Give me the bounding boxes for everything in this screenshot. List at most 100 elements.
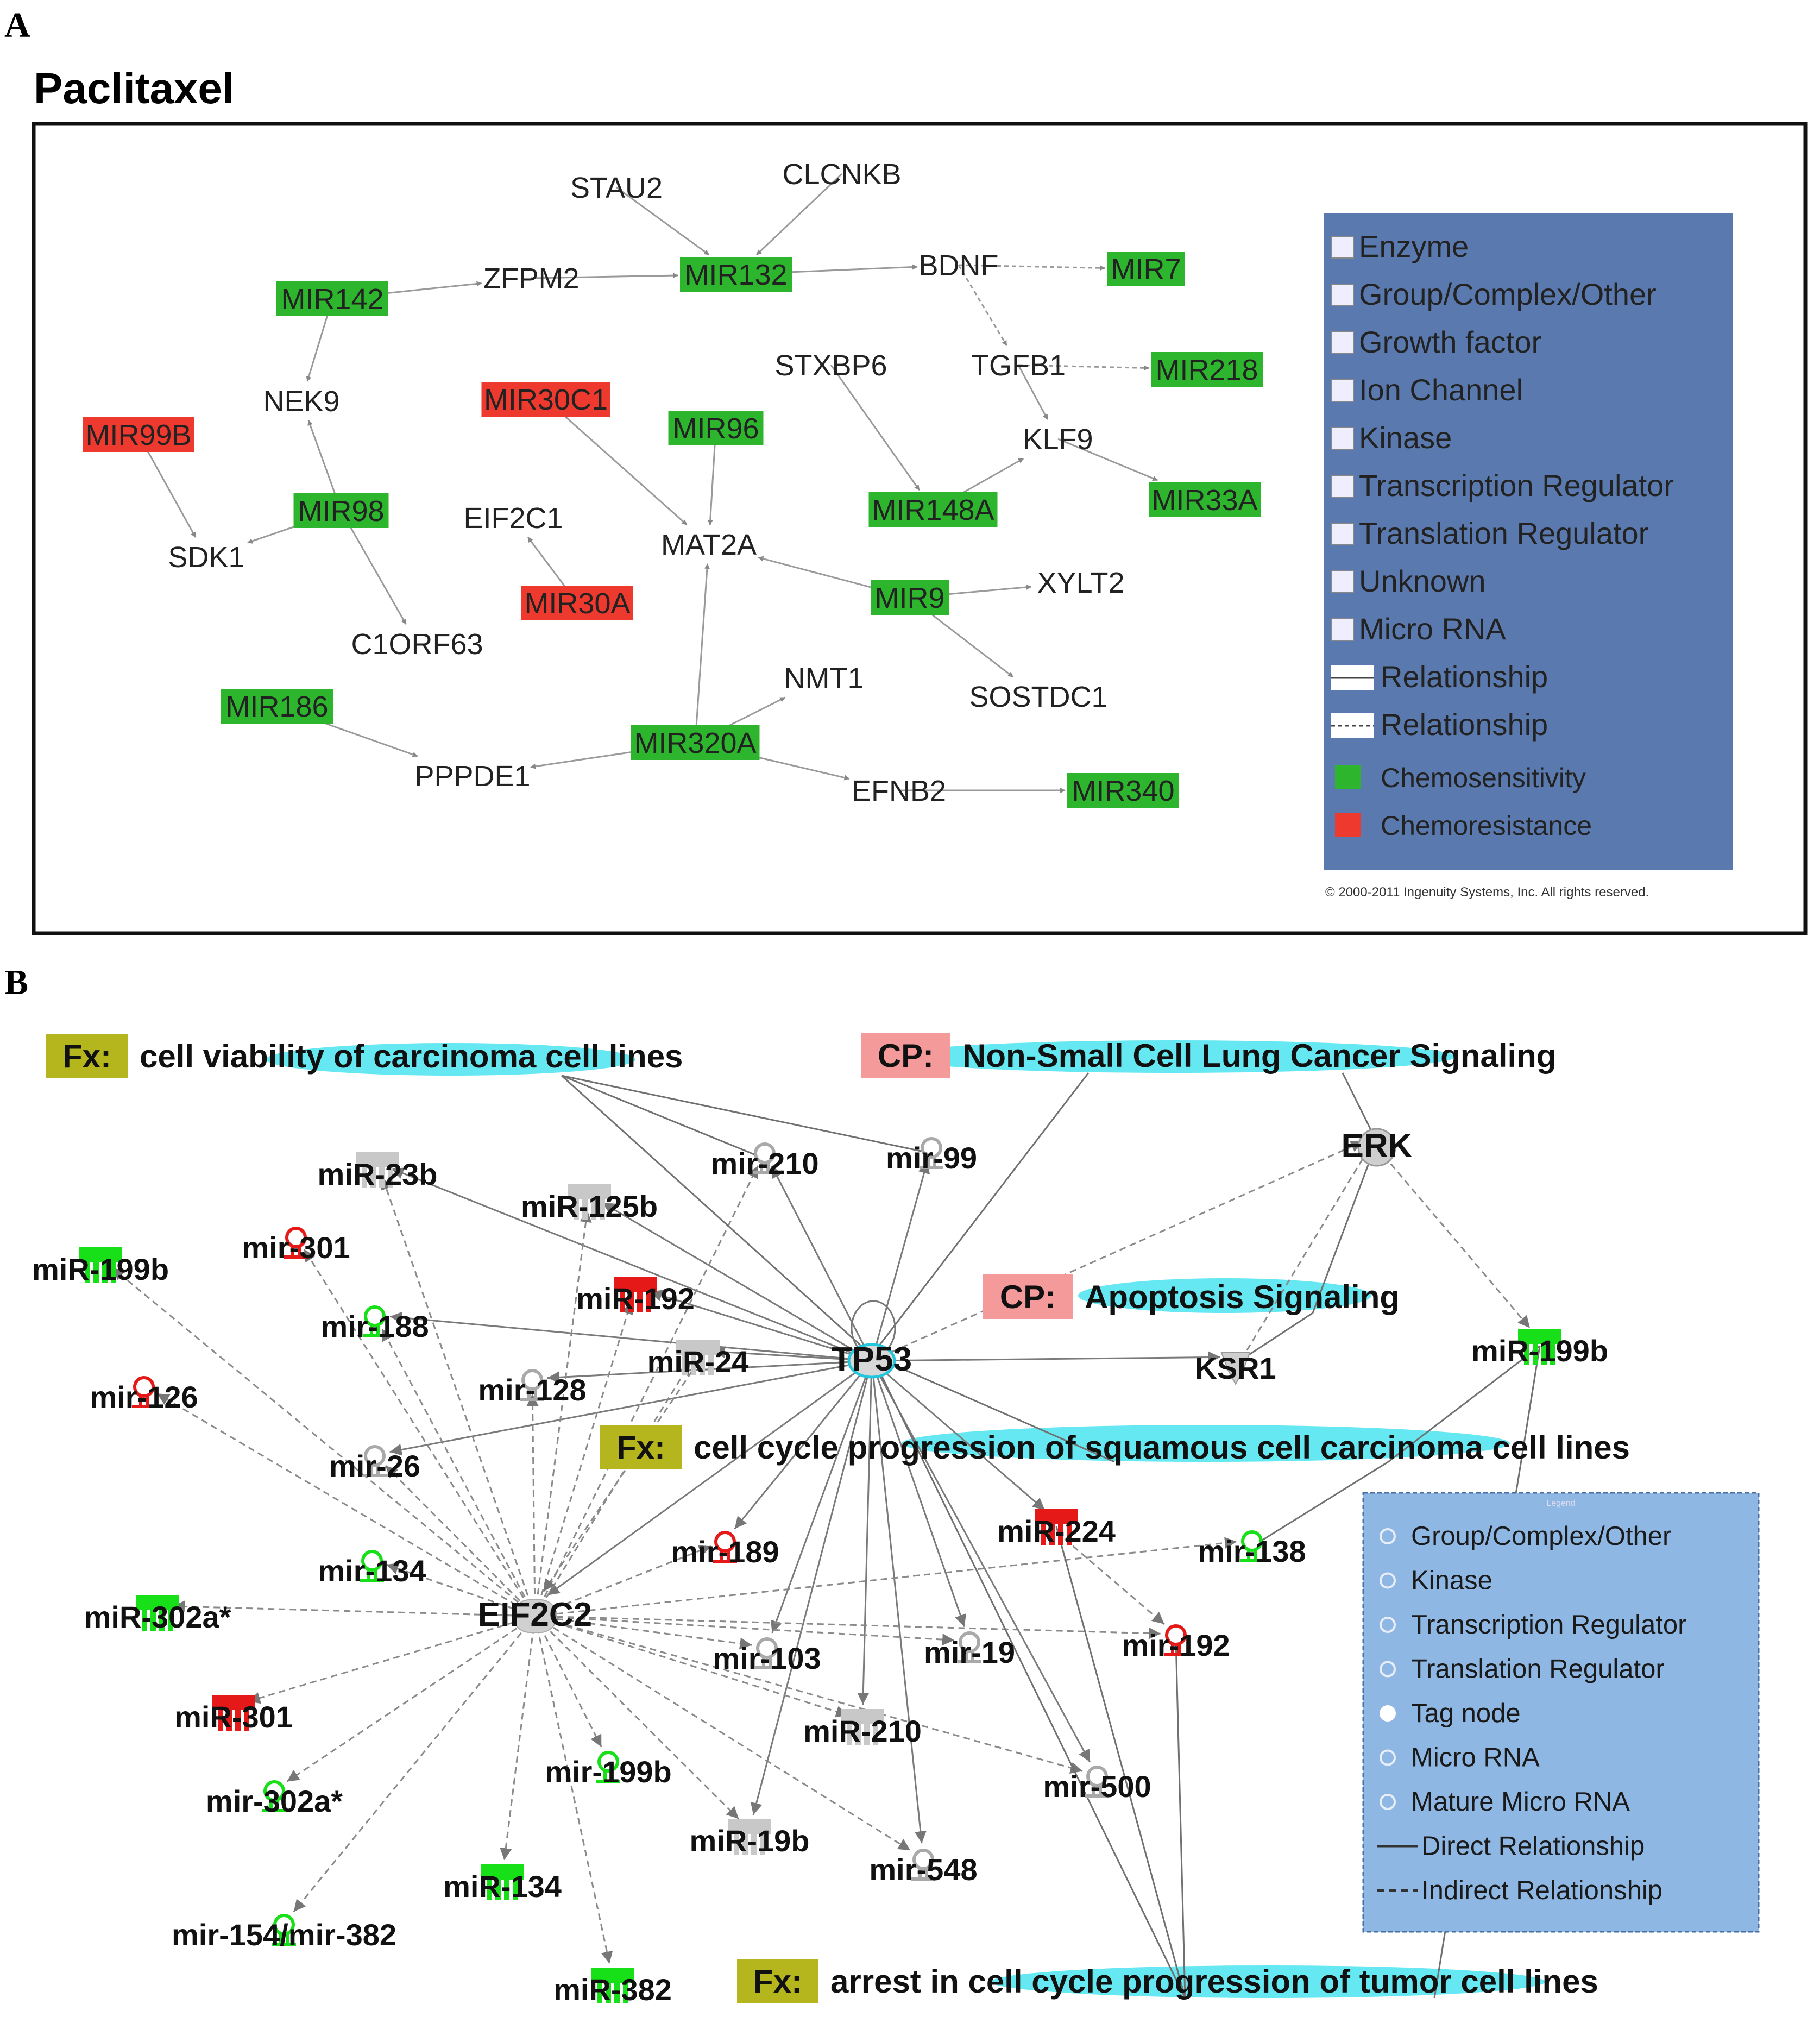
node-mir186: MIR186 (221, 689, 333, 724)
legend-a-item-chemoresistance-12: Chemoresistance (1335, 811, 1592, 841)
legend-a-label-6: Translation Regulator (1359, 516, 1648, 550)
micro-rna-icon (958, 1631, 981, 1663)
node-label-mat2a: MAT2A (661, 529, 757, 561)
node-label-stxbp6: STXBP6 (774, 349, 887, 382)
node-nek9: NEK9 (263, 385, 339, 418)
tag-edge-fx1-mir210a (561, 1075, 765, 1160)
node-label-mir33a: MIR33A (1151, 484, 1257, 517)
node-eif2c1: EIF2C1 (463, 502, 563, 535)
node-mir-19b-mir19b: miR-19b (690, 1819, 810, 1858)
node-mir340: MIR340 (1067, 773, 1179, 808)
micro-rna-icon (1380, 1749, 1396, 1766)
legend-a-label-10: Relationship (1381, 707, 1548, 742)
node-mir33a: MIR33A (1149, 482, 1261, 517)
node-label-mir188: mir-188 (320, 1309, 429, 1343)
tag-edge-cp1-tp53 (871, 1072, 1090, 1356)
node-fill-mir98 (293, 493, 389, 528)
transcription-regulator-icon (847, 1343, 896, 1379)
edge-tp53-mir189 (734, 1360, 873, 1530)
micro-rna-icon (920, 1137, 943, 1169)
node-label-mir224: miR-224 (997, 1514, 1116, 1548)
legend-a-label-11: Chemosensitivity (1381, 763, 1586, 793)
node-fill-mir132 (680, 257, 792, 292)
tag-badge-cp1 (861, 1033, 950, 1078)
tag-badge-fx1 (46, 1034, 128, 1078)
edge-eif2c2-mir192a (534, 1302, 633, 1617)
node-label-mir24: miR-24 (647, 1345, 749, 1379)
node-label-mir19b: miR-19b (690, 1824, 810, 1858)
panel-b-tag-ovals (266, 1040, 1545, 1998)
tag-edge-fx3-mir224 (1055, 1526, 1186, 1999)
node-mir-154-mir-382-mir154: mir-154/mir-382 (172, 1914, 396, 1952)
tag-edge-fx2-tp53 (871, 1354, 1115, 1463)
translation-regulator-icon (513, 1599, 557, 1633)
edge-tp53-mir125b (602, 1202, 872, 1362)
legend-a-label-9: Relationship (1381, 659, 1548, 694)
panel-a-legend-box (1324, 213, 1733, 870)
panel-a-title: Paclitaxel (34, 64, 234, 112)
edge-tp53-mir26 (389, 1360, 872, 1456)
node-label-mir199bl: miR-199b (32, 1252, 169, 1286)
growth-factor-icon (1331, 331, 1354, 354)
transcription-regulator-icon (1331, 475, 1354, 498)
legend-b-item-mature-micro-rna: Mature Micro RNA (1380, 1787, 1630, 1817)
panel-b-legend-title: Legend (1546, 1499, 1575, 1508)
tag-text-fx3: arrest in cell cycle progression of tumo… (830, 1963, 1598, 2000)
tag-node-icon (1380, 1705, 1396, 1722)
edge-eif2c2-mir26 (385, 1465, 536, 1617)
red-swatch-icon (1335, 813, 1361, 837)
node-fill-mir33a (1149, 482, 1261, 517)
legend-b-item-translation-regulator: Translation Regulator (1380, 1655, 1665, 1684)
micro-rna-icon (1331, 618, 1354, 641)
node-mir-210-mir210a: mir-210 (710, 1142, 819, 1180)
tag-badge-fx2 (600, 1425, 682, 1469)
legend-b-label-1: Kinase (1411, 1566, 1492, 1595)
node-label-klf9: KLF9 (1023, 423, 1093, 456)
node-label-mir103: mir-103 (713, 1641, 821, 1675)
legend-b-label-5: Micro RNA (1411, 1743, 1540, 1773)
legend-a-item-translation-regulator-6: Translation Regulator (1331, 516, 1648, 550)
node-mir-224-mir224: miR-224 (997, 1509, 1116, 1548)
legend-b-label-0: Group/Complex/Other (1411, 1522, 1671, 1551)
node-klf9: KLF9 (1023, 423, 1093, 456)
node-label-mir96: MIR96 (672, 412, 759, 445)
edge-tp53-mir188 (389, 1311, 872, 1362)
legend-b-label-2: Transcription Regulator (1411, 1610, 1686, 1639)
unknown-icon (1331, 570, 1354, 593)
node-mir98: MIR98 (293, 493, 389, 528)
node-fill-mir218 (1151, 352, 1263, 387)
node-label-mir340: MIR340 (1072, 775, 1174, 807)
panel-a-letter: A (4, 5, 30, 45)
node-mir-301-mir301a: mir-301 (242, 1227, 350, 1265)
mature-micro-rna-icon (212, 1695, 255, 1731)
legend-b-item-direct-relationship: Direct Relationship (1377, 1832, 1645, 1861)
legend-a-item-kinase-4: Kinase (1331, 420, 1452, 455)
edge-stau2-mir132 (616, 186, 710, 256)
node-label-mir148a: MIR148A (872, 494, 994, 526)
node-mir320a: MIR320A (631, 725, 760, 760)
node-mir30c1: MIR30C1 (481, 382, 610, 417)
legend-a-label-0: Enzyme (1359, 229, 1469, 263)
mature-micro-rna-icon (841, 1709, 884, 1745)
edge-eif2c2-mir301b (248, 1615, 536, 1704)
edge-tp53-mir23b (391, 1167, 872, 1362)
group-icon (1331, 284, 1354, 306)
micro-rna-icon (262, 1780, 286, 1812)
legend-a-label-7: Unknown (1359, 564, 1485, 598)
edge-mir320a-mat2a (694, 563, 710, 743)
edge-tp53-mir192a (650, 1290, 872, 1362)
legend-b-item-micro-rna: Micro RNA (1380, 1743, 1540, 1773)
node-mir-301-mir301b: miR-301 (174, 1695, 293, 1734)
tag-oval-fx1 (266, 1043, 635, 1076)
edge-eif2c2-mir210a (534, 1165, 759, 1617)
edge-tp53-mir103 (770, 1360, 873, 1634)
panel-b-legend: Legend Group/Complex/OtherKinaseTranscri… (1362, 1492, 1760, 1933)
node-label-tp53: TP53 (832, 1341, 912, 1378)
tag-text-cp2: Apoptosis Signaling (1085, 1279, 1400, 1315)
legend-b-item-tag-node: Tag node (1380, 1699, 1521, 1728)
edge-tp53-mir99 (871, 1161, 930, 1361)
kinase-icon (1331, 427, 1354, 450)
node-mir-103-mir103: mir-103 (713, 1637, 821, 1675)
edge-eif2c2-mir134a (386, 1562, 536, 1617)
